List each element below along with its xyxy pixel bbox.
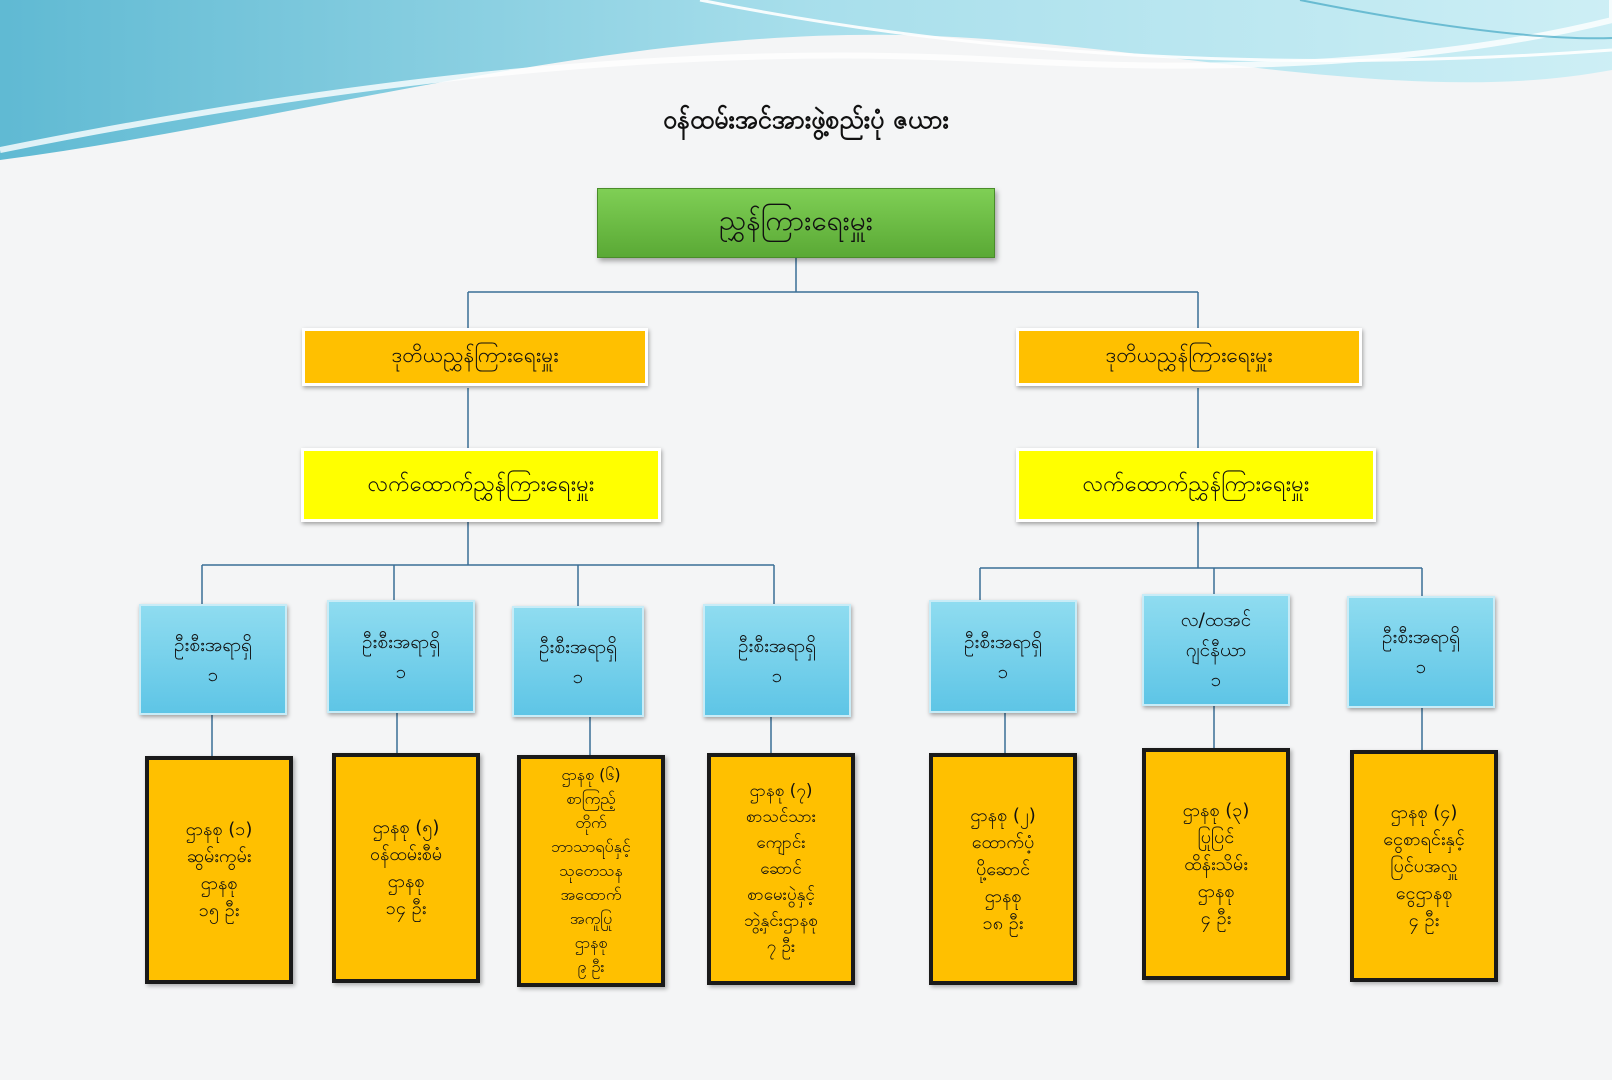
head-officer-box-1: ဦးစီးအရာရှိ ၁ <box>139 604 287 715</box>
head-officer-box-2: ဦးစီးအရာရှိ ၁ <box>327 600 475 713</box>
deputy-director-box-right: ဒုတိယညွှန်ကြားရေးမှူး <box>1016 328 1362 386</box>
section-4-box: ဌာနစု (၄) ငွေစာရင်းနှင့် ပြင်ပအလှူ ငွေဌာ… <box>1350 750 1498 982</box>
head-officer-box-4: ဦးစီးအရာရှိ ၁ <box>703 604 851 717</box>
head-officer-box-6: ဦးစီးအရာရှိ ၁ <box>1347 596 1495 708</box>
engineer-box: လ/ထအင် ဂျင်နီယာ ၁ <box>1142 594 1290 706</box>
deputy-director-box-left: ဒုတိယညွှန်ကြားရေးမှူး <box>302 328 648 386</box>
assistant-director-box-left: လက်ထောက်ညွှန်ကြားရေးမှူး <box>301 448 661 522</box>
section-6-box: ဌာနစု (၆) စာကြည့် တိုက် ဘာသာရပ်နှင့် သုတ… <box>517 755 665 987</box>
section-3-box: ဌာနစု (၃) ပြုပြင် ထိန်းသိမ်း ဌာနစု ၄ ဦး <box>1142 748 1290 980</box>
head-officer-box-3: ဦးစီးအရာရှိ ၁ <box>512 606 644 717</box>
section-7-box: ဌာနစု (၇) စာသင်သား ကျောင်း ဆောင် စာမေးပွ… <box>707 753 855 985</box>
chart-title: ဝန်ထမ်းအင်အားဖွဲ့စည်းပုံ ဇယား <box>663 105 949 134</box>
section-5-box: ဌာနစု (၅) ဝန်ထမ်းစီမံ ဌာနစု ၁၄ ဦး <box>332 753 480 983</box>
head-officer-box-5: ဦးစီးအရာရှိ ၁ <box>929 600 1077 713</box>
assistant-director-box-right: လက်ထောက်ညွှန်ကြားရေးမှူး <box>1016 448 1376 522</box>
director-box: ညွှန်ကြားရေးမှူး <box>597 188 995 258</box>
section-2-box: ဌာနစု (၂) ထောက်ပံ့ ပို့ဆောင် ဌာနစု ၁၈ ဦး <box>929 753 1077 985</box>
header-wave-decoration <box>0 0 1612 160</box>
section-1-box: ဌာနစု (၁) ဆွမ်းကွမ်း ဌာနစု ၁၅ ဦး <box>145 756 293 984</box>
